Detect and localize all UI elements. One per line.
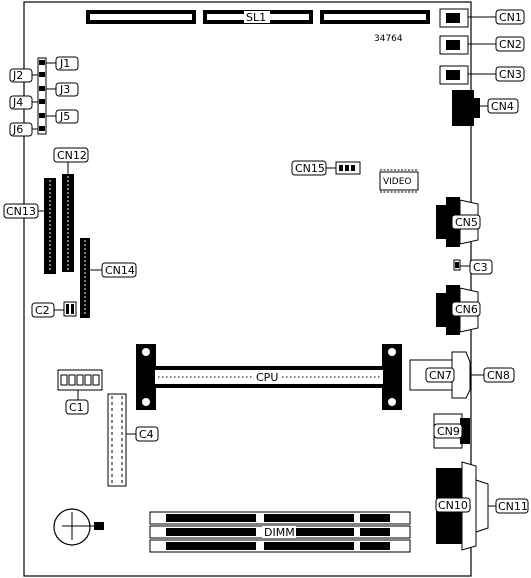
j6-label: J6 (12, 123, 23, 136)
c4-label: C4 (139, 428, 154, 441)
cn13-label: CN13 (6, 205, 36, 218)
c3-component: C3 (453, 259, 493, 275)
video-label: VIDEO (383, 177, 412, 187)
c2-component: C2 (31, 301, 77, 318)
cn7-label: CN7 (429, 369, 452, 382)
cn12-label: CN12 (57, 149, 87, 162)
sl1-label: SL1 (246, 11, 266, 24)
j1-label: J1 (59, 57, 70, 70)
j5-label: J5 (59, 110, 70, 123)
cn8-label: CN8 (487, 369, 510, 382)
cn7-cn8-connector: CN7 CN8 (409, 351, 515, 399)
c2-label: C2 (35, 304, 50, 317)
cn6-connector: CN6 (436, 285, 481, 335)
cn15-label: CN15 (295, 162, 325, 175)
cn13-header: CN13 (3, 178, 56, 274)
battery-icon (53, 508, 104, 546)
cn3-label: CN3 (499, 68, 522, 81)
cn1-connector: CN1 (439, 8, 525, 28)
cn14-label: CN14 (105, 264, 135, 277)
c3-label: C3 (473, 261, 488, 274)
board-number: 34764 (374, 34, 403, 44)
dimm-slots: DIMM (149, 511, 411, 553)
cn5-label: CN5 (455, 216, 478, 229)
cn9-connector: CN9 (433, 413, 470, 449)
cn14-header: CN14 (80, 238, 137, 318)
j4-label: J4 (12, 96, 23, 109)
cn2-connector: CN2 (439, 35, 525, 55)
cn2-label: CN2 (499, 38, 522, 51)
cn12-header: CN12 (53, 147, 89, 272)
cn3-connector: CN3 (439, 65, 525, 85)
cn5-connector: CN5 (436, 197, 481, 247)
cn15-connector: CN15 (291, 160, 361, 176)
cn4-connector: CN4 (452, 90, 519, 126)
cpu-label: CPU (256, 371, 278, 384)
j3-label: J3 (59, 83, 70, 96)
jumpers-j1-j6: J1 J2 J3 J4 J5 J6 (9, 56, 79, 137)
dimm-label: DIMM (264, 526, 295, 539)
cn6-label: CN6 (455, 303, 478, 316)
video-chip: VIDEO (379, 169, 419, 193)
sl1-slots: SL1 (86, 10, 430, 24)
c4-component: C4 (107, 393, 159, 487)
cpu-slot: CPU (136, 344, 402, 410)
cn10-cn11-connector: CN10 CN11 (435, 461, 529, 551)
cn11-label: CN11 (498, 500, 528, 513)
cn9-label: CN9 (437, 425, 460, 438)
cn4-label: CN4 (491, 100, 514, 113)
c1-component: C1 (57, 369, 103, 415)
c1-label: C1 (69, 401, 84, 414)
cn1-label: CN1 (499, 11, 522, 24)
j2-label: J2 (12, 69, 23, 82)
board-outline (23, 1, 472, 577)
cn10-label: CN10 (438, 499, 468, 512)
